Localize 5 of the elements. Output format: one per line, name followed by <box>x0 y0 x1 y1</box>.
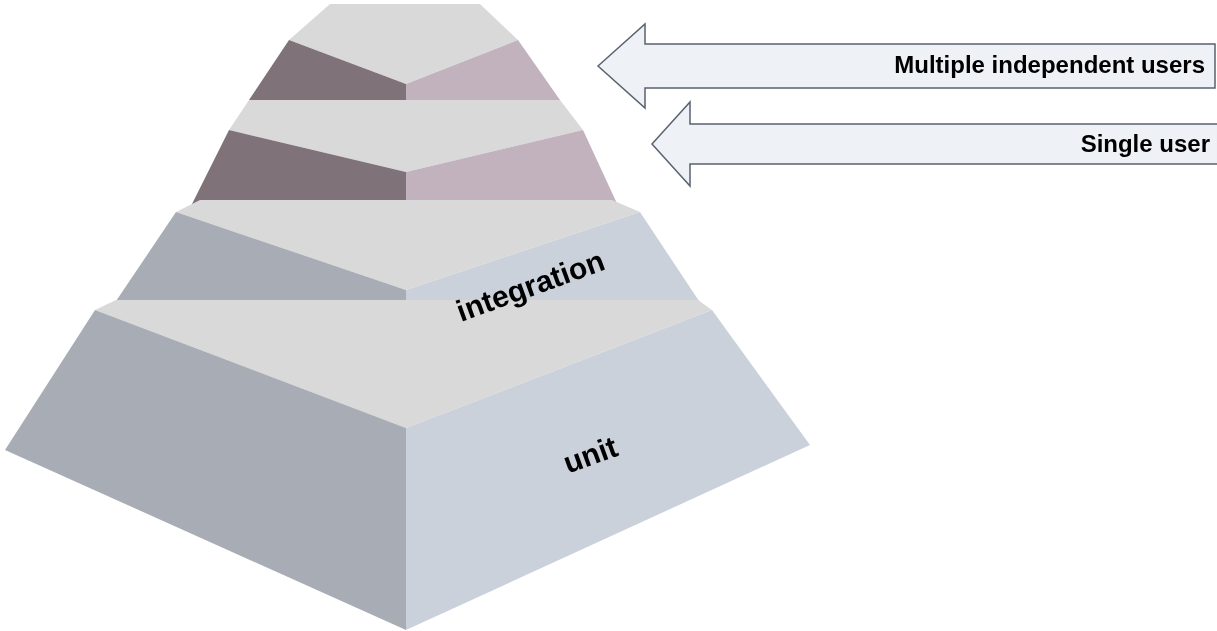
layer-label: unit <box>558 429 622 481</box>
block-arrow <box>651 100 1217 188</box>
block-arrow <box>596 22 1216 110</box>
arrow-label: Single user <box>1080 130 1210 158</box>
arrow-label: Multiple independent users <box>894 51 1205 79</box>
